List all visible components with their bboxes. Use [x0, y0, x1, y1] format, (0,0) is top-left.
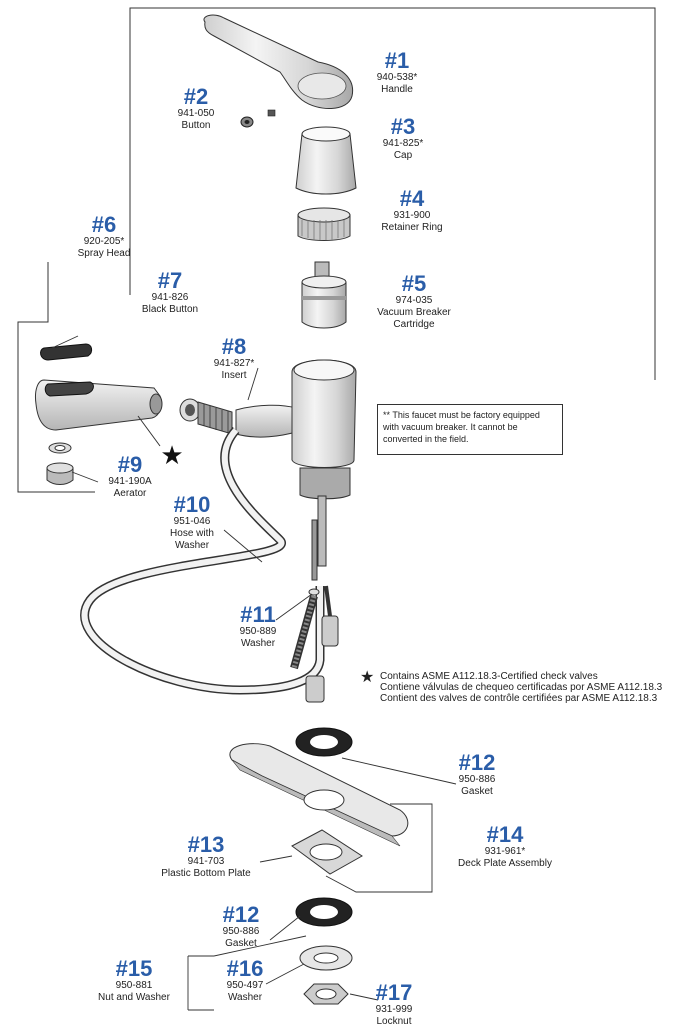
black-button-part	[40, 343, 93, 361]
legend-line-fr: Contient des valves de contrôle certifié…	[380, 693, 658, 704]
button-part	[240, 109, 276, 128]
label-part-1: #1 940-538* Handle	[376, 48, 418, 96]
label-part-7: #7 941-826 Black Button	[141, 268, 199, 316]
legend-line-es: Contiene válvulas de chequeo certificada…	[380, 682, 663, 693]
note-line-3: converted in the field.	[383, 434, 469, 444]
label-part-3: #3 941-825* Cap	[382, 114, 424, 162]
retainer-ring-part	[297, 207, 351, 241]
label-part-13: #13 941-703 Plastic Bottom Plate	[161, 832, 251, 880]
locknut-part	[303, 983, 349, 1005]
handle-part	[203, 14, 354, 110]
hose-part	[80, 426, 325, 695]
insert-part	[179, 398, 233, 435]
washer-bottom-part	[299, 945, 353, 971]
label-part-15: #15 950-881 Nut and Washer	[98, 956, 170, 1004]
label-part-2: #2 941-050 Button	[177, 84, 215, 132]
label-part-8: #8 941-827* Insert	[213, 334, 255, 382]
check-valve-star-icon: ★	[160, 441, 183, 471]
aerator-part	[46, 442, 74, 485]
handle-bracket	[129, 7, 656, 380]
gasket-top-part	[295, 727, 353, 757]
label-part-11: #11 950-889 Washer	[239, 602, 277, 650]
note-line-2: with vacuum breaker. It cannot be	[383, 422, 518, 432]
label-part-14: #14 931-961* Deck Plate Assembly	[458, 822, 552, 870]
label-part-12-top: #12 950-886 Gasket	[458, 750, 496, 798]
plastic-bottom-plate-part	[291, 829, 363, 875]
label-part-5: #5 974-035 Vacuum Breaker Cartridge	[377, 271, 451, 331]
leader-lines	[51, 335, 457, 1011]
legend-star-icon: ★	[360, 669, 375, 686]
cap-part	[295, 126, 357, 195]
spray-head-bracket	[17, 262, 95, 493]
gasket-bottom-part	[295, 897, 353, 927]
washer-hose-part	[290, 585, 339, 703]
label-part-10: #10 951-046 Hose with Washer	[170, 492, 214, 552]
label-part-16: #16 950-497 Washer	[226, 956, 264, 1004]
vacuum-breaker-note: ** This faucet must be factory equipped …	[377, 404, 563, 455]
certification-legend: ★ Contains ASME A112.18.3-Certified chec…	[360, 669, 663, 705]
label-part-17: #17 931-999 Locknut	[375, 980, 413, 1028]
faucet-body-part	[235, 359, 357, 581]
legend-line-en: Contains ASME A112.18.3-Certified check …	[380, 671, 598, 682]
label-part-4: #4 931-900 Retainer Ring	[381, 186, 443, 234]
label-part-12-bottom: #12 950-886 Gasket	[222, 902, 260, 950]
note-line-1: ** This faucet must be factory equipped	[383, 410, 540, 420]
cartridge-part	[301, 261, 347, 329]
spray-head-part	[35, 379, 163, 431]
label-part-6: #6 920-205* Spray Head	[77, 212, 131, 260]
deck-plate-part	[229, 743, 409, 847]
label-part-9: #9 941-190A Aerator	[108, 452, 152, 500]
